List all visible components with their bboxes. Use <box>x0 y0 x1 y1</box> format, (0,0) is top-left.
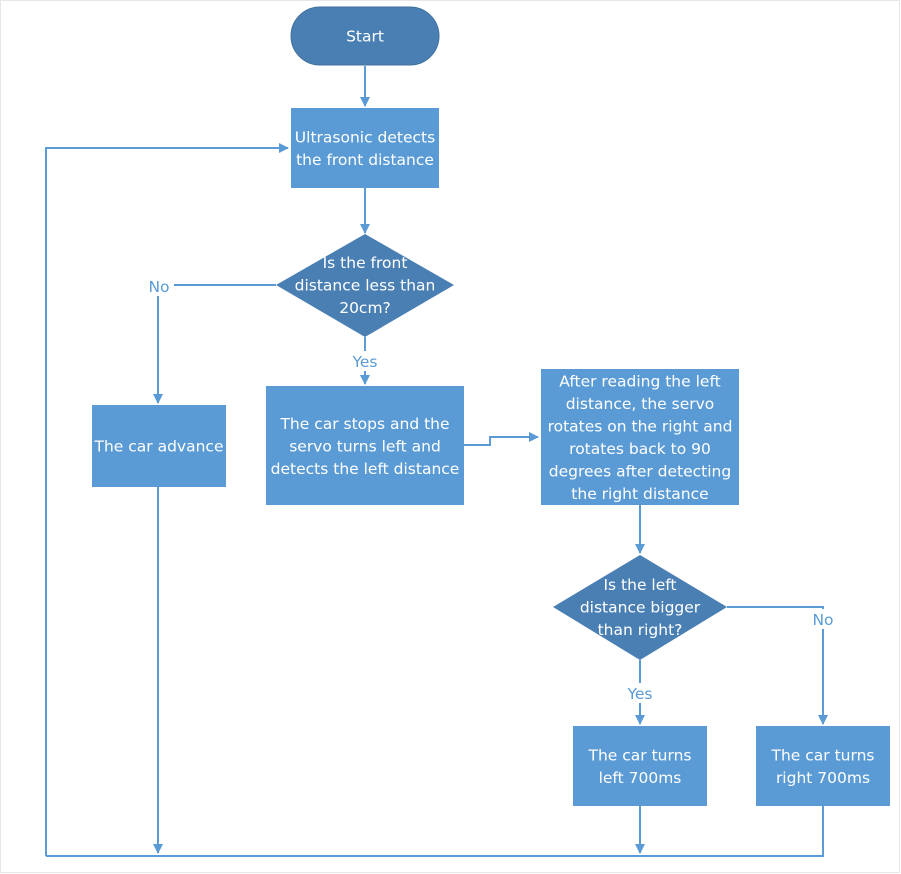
node-turn-left: The car turns left 700ms <box>573 726 707 806</box>
read-right-line: rotates back to 90 <box>569 440 711 458</box>
front-yes-label: Yes <box>351 353 377 371</box>
compare-decision-line: than right? <box>598 621 683 639</box>
nodes: Start Ultrasonic detects the front distan… <box>92 6 890 806</box>
stop-left-line: servo turns left and <box>289 438 441 456</box>
turn-left-box <box>573 726 707 806</box>
read-right-line: rotates on the right and <box>548 417 733 435</box>
car-advance-label: The car advance <box>94 438 224 456</box>
stop-left-line: The car stops and the <box>279 415 449 433</box>
car-advance-line: The car advance <box>94 438 224 456</box>
node-stop-left: The car stops and the servo turns left an… <box>266 386 464 505</box>
turn-left-label: The car turns left 700ms <box>588 746 692 787</box>
node-turn-right: The car turns right 700ms <box>756 726 890 806</box>
connectors <box>45 66 828 857</box>
edge-decision-no-to-advance <box>153 284 276 404</box>
edge-compare-no-to-right <box>727 606 828 725</box>
detect-front-box <box>291 108 439 188</box>
front-decision-line: 20cm? <box>339 299 391 317</box>
stop-left-box <box>266 386 464 505</box>
turn-left-line: The car turns <box>588 746 692 764</box>
node-car-advance: The car advance <box>92 405 226 487</box>
stop-left-line: detects the left distance <box>271 460 460 478</box>
detect-front-label: Ultrasonic detects the front distance <box>295 128 435 169</box>
compare-decision-line: distance bigger <box>580 599 701 617</box>
compare-decision-label: Is the left distance bigger than right? <box>580 576 701 639</box>
read-right-box <box>541 369 739 505</box>
read-right-line: the right distance <box>571 485 708 503</box>
edge-right-return <box>46 806 824 857</box>
start-terminator-shape <box>290 6 440 66</box>
front-decision-line: distance less than <box>295 277 436 295</box>
start-label: Start <box>346 28 384 46</box>
front-decision-diamond <box>276 234 454 337</box>
turn-left-line: left 700ms <box>599 769 682 787</box>
compare-yes-label: Yes <box>626 685 652 703</box>
node-compare-decision: Is the left distance bigger than right? <box>553 555 727 660</box>
node-front-decision: Is the front distance less than 20cm? <box>276 234 454 337</box>
start-line: Start <box>346 28 384 46</box>
compare-decision-line: Is the left <box>603 576 676 594</box>
detect-front-line: the front distance <box>296 151 434 169</box>
detect-front-line: Ultrasonic detects <box>295 128 435 146</box>
turn-right-line: The car turns <box>771 746 875 764</box>
edge-stop-to-read <box>464 432 539 446</box>
turn-right-line: right 700ms <box>776 769 870 787</box>
node-start: Start <box>290 6 440 66</box>
read-right-line: After reading the left <box>559 372 720 390</box>
read-right-line: distance, the servo <box>566 395 715 413</box>
read-right-line: degrees after detecting <box>549 462 731 480</box>
compare-decision-diamond <box>553 555 727 660</box>
turn-right-box <box>756 726 890 806</box>
edge-labels: No Yes Yes No <box>144 276 838 703</box>
front-no-label: No <box>148 278 169 296</box>
stop-left-label: The car stops and the servo turns left an… <box>271 415 460 478</box>
front-decision-label: Is the front distance less than 20cm? <box>295 254 436 317</box>
read-right-label: After reading the left distance, the serv… <box>548 372 733 503</box>
node-detect-front: Ultrasonic detects the front distance <box>291 108 439 188</box>
compare-no-label: No <box>812 611 833 629</box>
edge-loop-back-to-detect <box>45 143 289 856</box>
car-advance-box <box>92 405 226 487</box>
front-decision-line: Is the front <box>323 254 408 272</box>
turn-right-label: The car turns right 700ms <box>771 746 875 787</box>
node-read-right: After reading the left distance, the serv… <box>541 369 739 505</box>
